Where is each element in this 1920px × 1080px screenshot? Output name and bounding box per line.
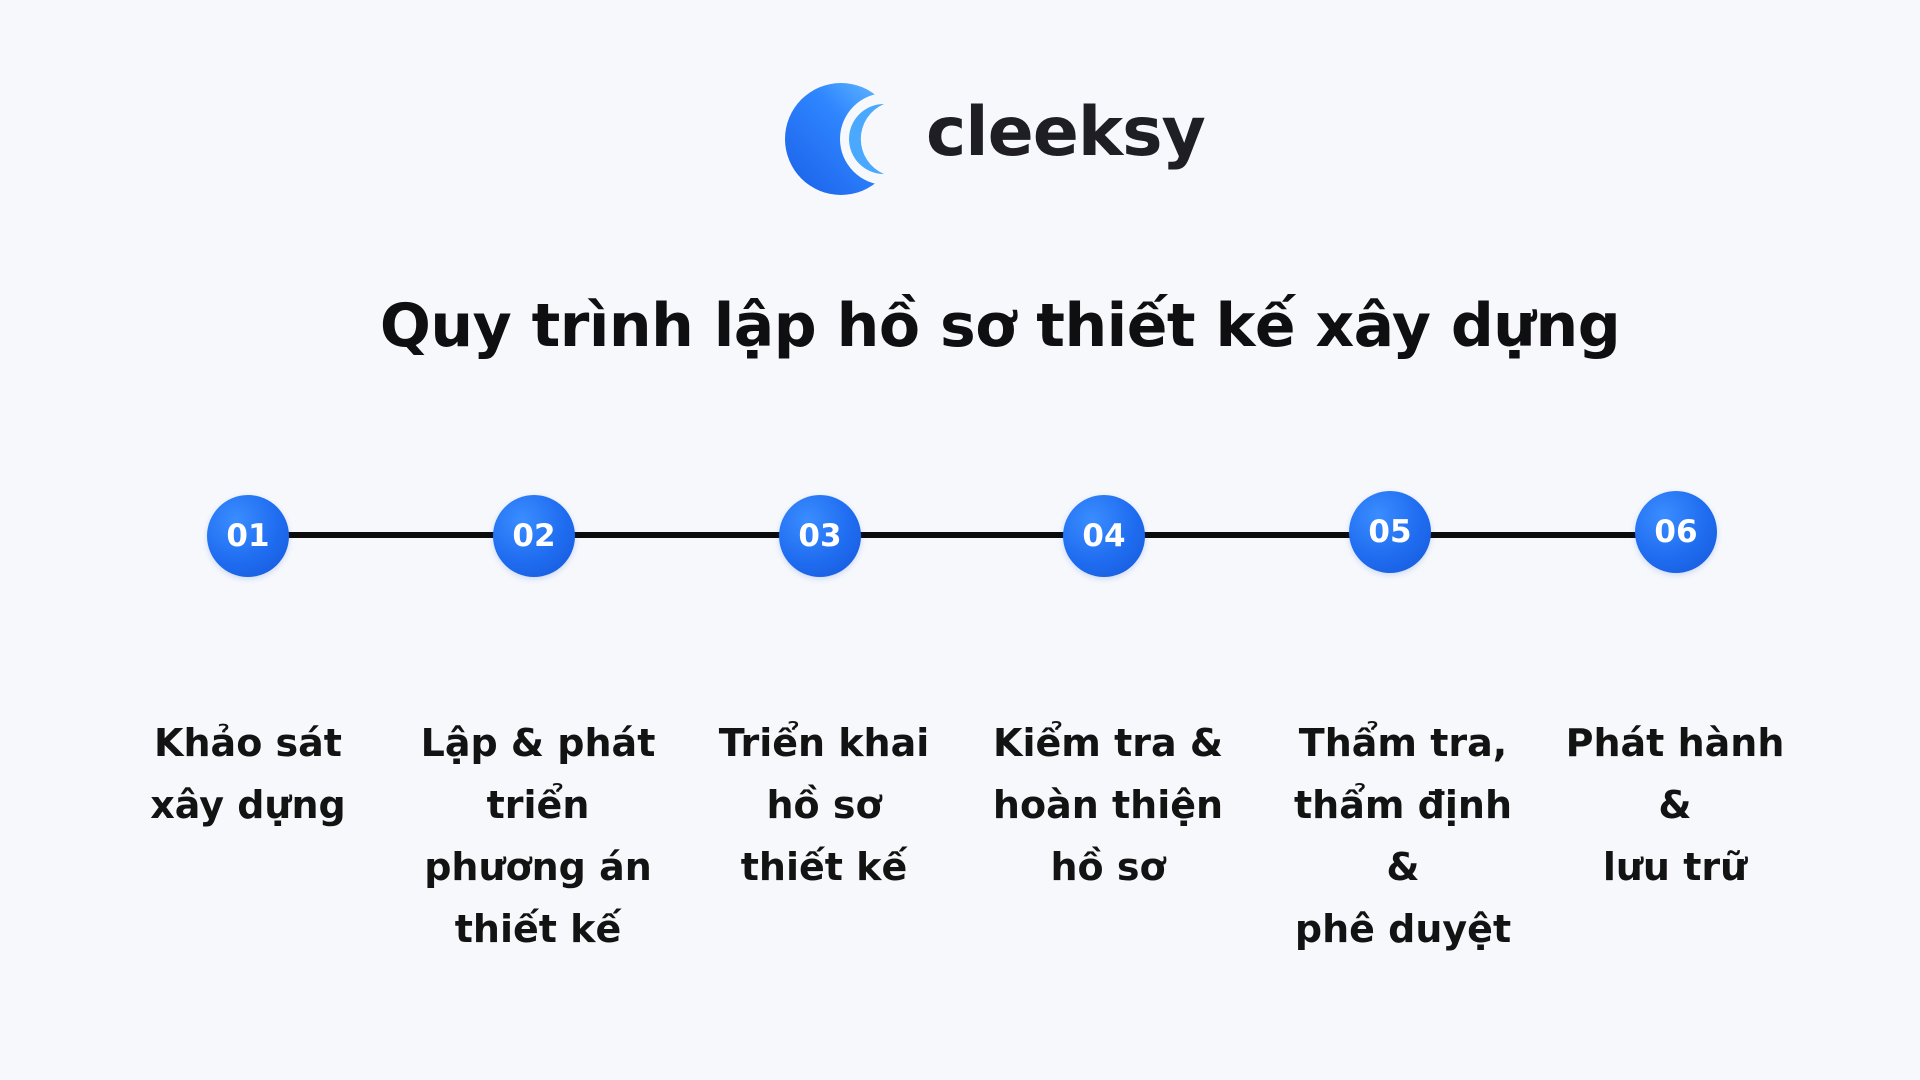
brand-name: cleeksy (926, 93, 1206, 172)
step-node-03: 03 (779, 495, 861, 577)
step-node-05: 05 (1349, 491, 1431, 573)
step-label-06: Phát hành & lưu trữ (1565, 721, 1785, 889)
step-node-04: 04 (1063, 495, 1145, 577)
timeline-connector-line (248, 532, 1676, 538)
brand-logo: cleeksy (784, 82, 1206, 196)
step-node-06: 06 (1635, 491, 1717, 573)
page-title: Quy trình lập hồ sơ thiết kế xây dựng (379, 291, 1621, 361)
step-label-01: Khảo sát xây dựng (150, 721, 346, 827)
step-label-05: Thẩm tra, thẩm định & phê duyệt (1293, 721, 1513, 951)
step-label-04: Kiểm tra & hoàn thiện hồ sơ (992, 721, 1224, 889)
step-node-02: 02 (493, 495, 575, 577)
step-label-02: Lập & phát triển phương án thiết kế (420, 721, 656, 951)
crescent-moon-logo-icon (785, 83, 897, 195)
step-node-01: 01 (207, 495, 289, 577)
step-label-03: Triển khai hồ sơ thiết kế (718, 721, 930, 889)
